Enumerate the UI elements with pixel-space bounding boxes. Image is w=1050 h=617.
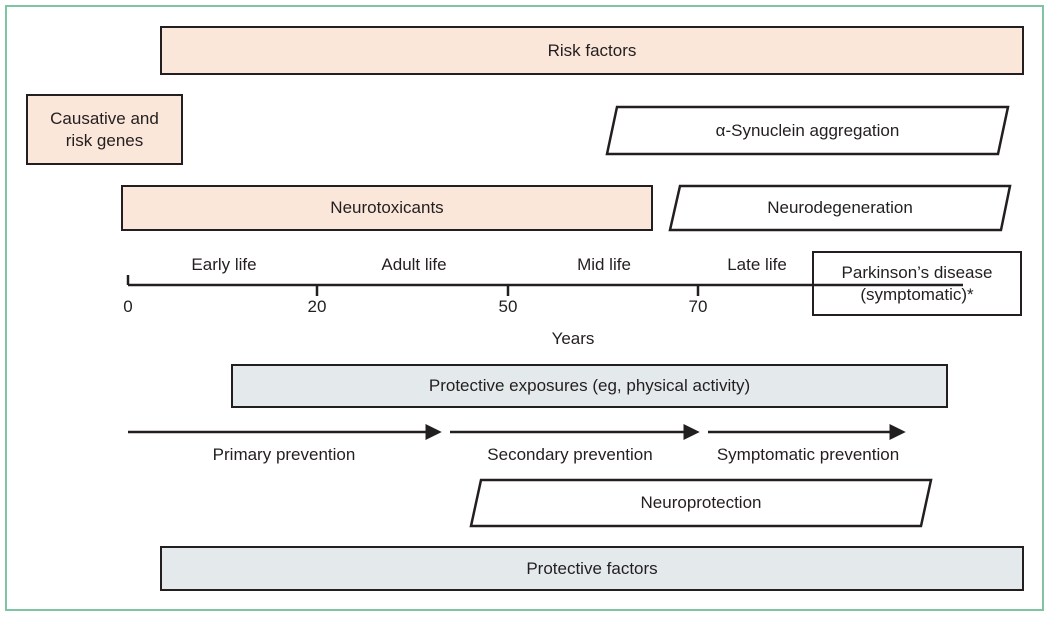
risk-factors-label: Risk factors bbox=[547, 40, 637, 60]
axis-title-years: Years bbox=[551, 329, 595, 348]
synuclein-label: α-Synuclein aggregation bbox=[715, 120, 900, 140]
arrow-label-symptomatic-prevention: Symptomatic prevention bbox=[716, 445, 900, 464]
synuclein-aggregation-parallelogram: α-Synuclein aggregation bbox=[605, 105, 1010, 156]
causative-and-risk-genes-box: Causative and risk genes bbox=[26, 94, 183, 165]
neurotoxicants-label: Neurotoxicants bbox=[330, 198, 444, 218]
era-label-mid-life: Mid life bbox=[577, 255, 631, 274]
era-label-late-life: Late life bbox=[727, 255, 787, 274]
parkinsons-label-line1: Parkinson’s disease bbox=[841, 263, 993, 283]
causative-genes-label-line2: risk genes bbox=[65, 130, 144, 150]
era-label-early-life: Early life bbox=[191, 255, 257, 274]
neuroprotection-parallelogram-shape bbox=[469, 478, 933, 528]
neuroprotection-parallelogram: Neuroprotection bbox=[469, 478, 933, 528]
tick-label-70: 70 bbox=[688, 297, 708, 316]
causative-genes-label-line1: Causative and bbox=[50, 109, 159, 129]
era-label-adult-life: Adult life bbox=[381, 255, 447, 274]
arrow-label-secondary-prevention: Secondary prevention bbox=[487, 445, 653, 464]
neurodegeneration-parallelogram-shape bbox=[668, 184, 1012, 232]
tick-label-50: 50 bbox=[498, 297, 518, 316]
synuclein-parallelogram-shape bbox=[605, 105, 1010, 156]
protective-factors-label: Protective factors bbox=[526, 558, 658, 578]
tick-label-20: 20 bbox=[307, 297, 327, 316]
parkinsons-disease-box: Parkinson’s disease (symptomatic)* bbox=[812, 251, 1022, 316]
neurodegeneration-parallelogram: Neurodegeneration bbox=[668, 184, 1012, 232]
protective-exposures-label: Protective exposures (eg, physical activ… bbox=[428, 376, 751, 396]
protective-factors-bar: Protective factors bbox=[160, 546, 1024, 591]
neurotoxicants-bar: Neurotoxicants bbox=[121, 185, 653, 231]
tick-label-0: 0 bbox=[123, 297, 133, 316]
neuroprotection-label: Neuroprotection bbox=[640, 493, 762, 512]
protective-exposures-bar: Protective exposures (eg, physical activ… bbox=[231, 364, 948, 408]
parkinsons-label-line2: (symptomatic)* bbox=[860, 284, 974, 304]
risk-factors-bar: Risk factors bbox=[160, 26, 1024, 75]
neurodegeneration-label: Neurodegeneration bbox=[767, 198, 913, 217]
arrow-label-primary-prevention: Primary prevention bbox=[212, 445, 356, 464]
